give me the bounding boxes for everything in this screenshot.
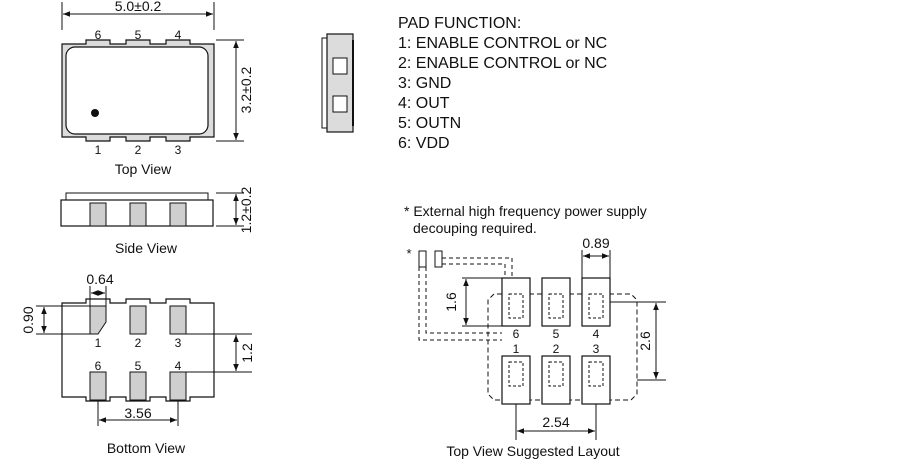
layout-pad-6	[501, 277, 531, 327]
layout-pad-3	[581, 355, 611, 405]
pin1-marker-dot	[91, 109, 99, 117]
bottom-pad-1	[89, 305, 107, 335]
layout-pad-1	[501, 355, 531, 405]
bottom-pad-3	[169, 305, 187, 335]
bottom-pin-2-label: 2	[135, 336, 142, 350]
pad-pitch-span-label: 3.56	[124, 405, 151, 421]
length-dimension-label: 5.0±0.2	[115, 0, 162, 14]
layout-pad-width-label: 0.89	[582, 235, 609, 251]
capacitor-pad-right	[434, 250, 443, 268]
layout-pitch-span-label: 2.54	[542, 414, 569, 430]
top-pin-4-label: 4	[175, 28, 182, 42]
pad-function-title: PAD FUNCTION:	[398, 15, 522, 32]
decoupling-note: * External high frequency power supply d…	[404, 203, 647, 237]
capacitor-marker: *	[406, 246, 411, 261]
bottom-view: 1 2 3 6 5 4 0.64 0.90 1.2 3.56 Bottom Vi…	[20, 271, 255, 456]
pad-function-item: 4: OUT	[398, 95, 450, 112]
bottom-pad-2	[129, 305, 147, 335]
suggested-layout: * 6 5 4 1 2 3 0.89	[406, 235, 666, 459]
layout-pin-3-label: 3	[593, 342, 600, 356]
height-dimension-label: 1.2±0.2	[238, 186, 254, 233]
pad-width-label: 0.64	[86, 271, 113, 287]
pad-spacing-label: 1.2	[239, 343, 255, 363]
top-pin-2-label: 2	[135, 143, 142, 157]
top-pin-6-label: 6	[95, 28, 102, 42]
top-view: 5.0±0.2 6 5 4 1 2 3 3.2±0.2 Top View	[61, 0, 254, 177]
bottom-pad-6	[89, 371, 107, 401]
pad-function-item: 5: OUTN	[398, 115, 462, 132]
side-view-caption: Side View	[115, 240, 178, 256]
top-lid	[65, 46, 209, 135]
bottom-pad-5	[129, 371, 147, 401]
capacitor-pad-left	[418, 250, 427, 268]
decoupling-note-line2: decouping required.	[413, 220, 537, 236]
decoupling-note-line1: * External high frequency power supply	[404, 203, 647, 219]
pad-function-item: 2: ENABLE CONTROL or NC	[398, 55, 608, 72]
layout-pad-2	[541, 355, 571, 405]
layout-pad-length-label: 1.6	[443, 292, 459, 312]
width-dimension-label: 3.2±0.2	[238, 66, 254, 113]
side-view: 1.2±0.2 Side View	[60, 186, 254, 256]
layout-row-span-label: 2.6	[637, 331, 653, 351]
end-view	[321, 33, 354, 133]
pad-function-item: 1: ENABLE CONTROL or NC	[398, 35, 608, 52]
layout-pin-1-label: 1	[513, 342, 520, 356]
top-pin-1-label: 1	[95, 143, 102, 157]
layout-pad-5	[541, 277, 571, 327]
layout-pin-5-label: 5	[553, 327, 560, 341]
layout-pin-2-label: 2	[553, 342, 560, 356]
top-view-caption: Top View	[115, 161, 172, 177]
pad-height-label: 0.90	[20, 306, 36, 333]
bottom-pin-3-label: 3	[175, 336, 182, 350]
layout-pad-4	[581, 277, 611, 327]
layout-pin-6-label: 6	[513, 327, 520, 341]
pad-function-list: PAD FUNCTION: 1: ENABLE CONTROL or NC 2:…	[398, 14, 607, 154]
top-pin-3-label: 3	[175, 143, 182, 157]
bottom-view-caption: Bottom View	[107, 440, 186, 456]
pad-function-item: 6: VDD	[398, 135, 450, 152]
component-outline	[487, 293, 638, 401]
top-pin-5-label: 5	[135, 28, 142, 42]
pad-function-item: 3: GND	[398, 75, 452, 92]
bottom-pin-6-label: 6	[95, 359, 102, 373]
bottom-pin-5-label: 5	[135, 359, 142, 373]
bottom-pin-1-label: 1	[95, 336, 102, 350]
bottom-pin-4-label: 4	[175, 359, 182, 373]
layout-caption: Top View Suggested Layout	[446, 443, 619, 459]
layout-pin-4-label: 4	[593, 327, 600, 341]
bottom-pad-4	[169, 371, 187, 401]
